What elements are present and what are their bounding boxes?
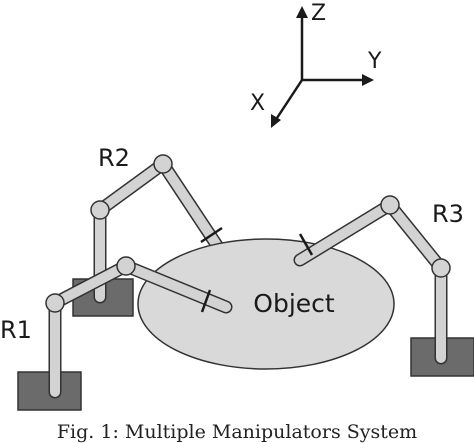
figure-caption: Fig. 1: Multiple Manipulators System — [56, 421, 418, 443]
r2-label: R2 — [98, 144, 130, 172]
r3-joint-2 — [380, 195, 400, 215]
r1-label: R1 — [0, 316, 32, 344]
robot-r3 — [293, 195, 474, 377]
x-axis-label: X — [250, 91, 265, 116]
robot-r2 — [72, 154, 227, 317]
z-axis-label: Z — [311, 1, 326, 26]
object-ellipse — [137, 238, 395, 370]
r1-joint-1 — [45, 293, 65, 313]
y-arrowhead — [362, 74, 374, 86]
object: Object — [137, 238, 395, 370]
r3-wrist-mark — [298, 233, 314, 256]
robot-r1 — [17, 256, 233, 411]
z-arrowhead — [296, 6, 308, 18]
coordinate-frame: Z Y X — [250, 1, 382, 128]
r2-joint-1 — [90, 200, 110, 220]
y-axis-label: Y — [367, 49, 382, 74]
x-axis-arrow — [273, 79, 304, 122]
r1-joint-2 — [116, 256, 136, 276]
r3-label: R3 — [432, 200, 464, 228]
object-label: Object — [253, 289, 335, 318]
r2-joint-2 — [153, 154, 173, 174]
r2-wrist-mark — [200, 226, 223, 244]
x-arrowhead — [271, 114, 281, 128]
r3-joint-1 — [431, 258, 451, 278]
r1-wrist-mark — [200, 289, 212, 313]
